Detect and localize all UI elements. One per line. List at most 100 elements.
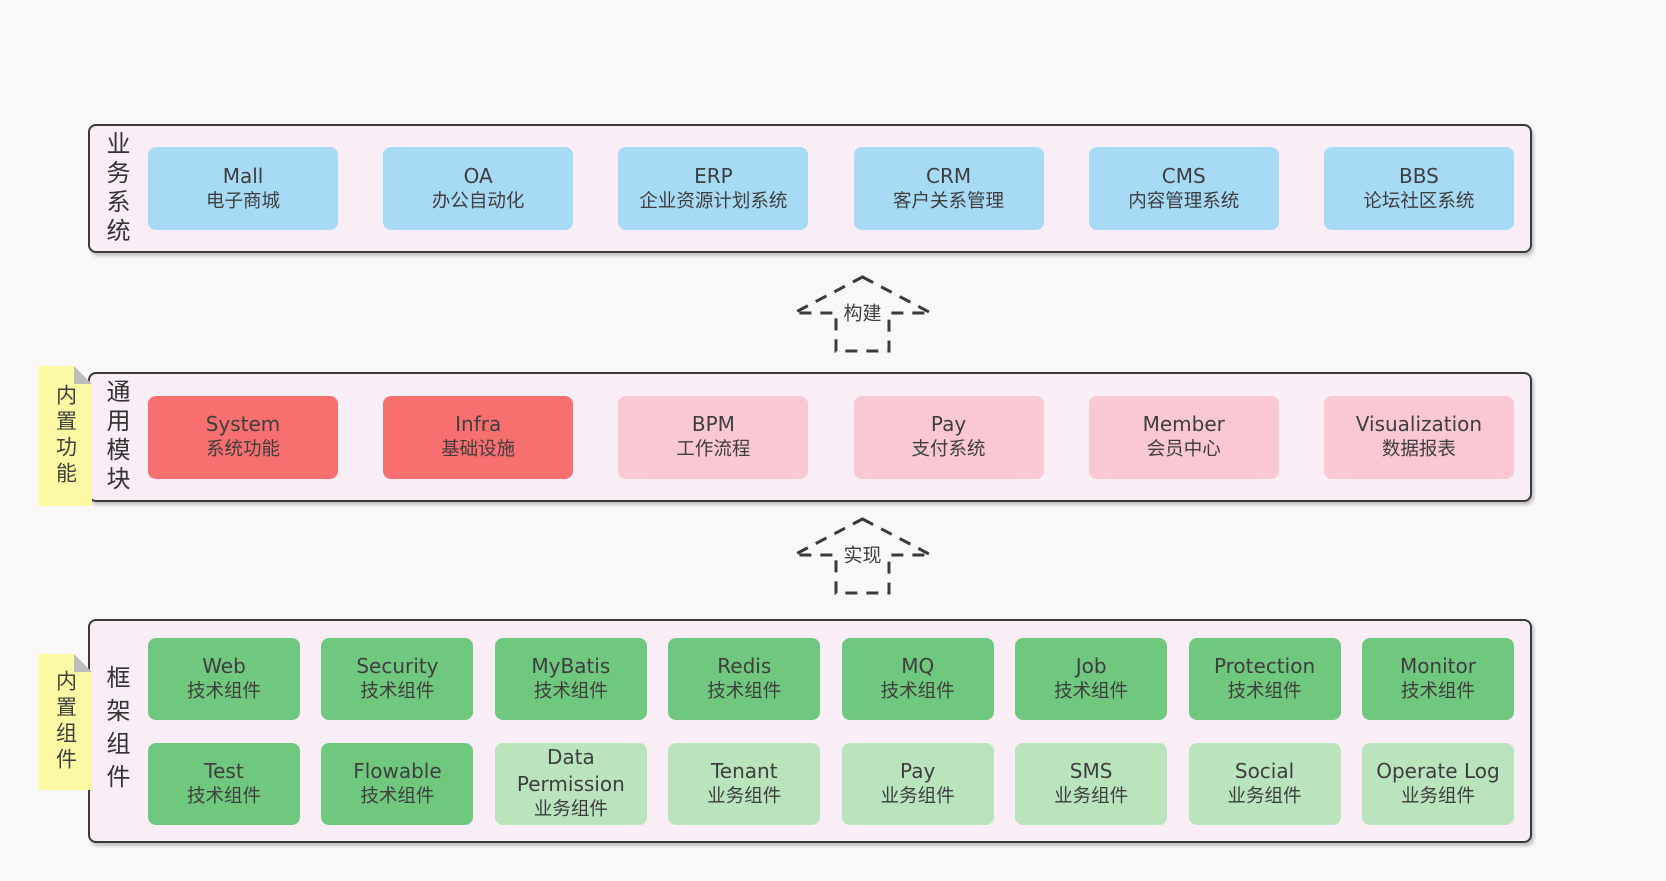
box-subtitle: 技术组件 [1054,680,1129,702]
box-title: OA [463,163,493,188]
box-flowable: Flowable 技术组件 [321,742,474,825]
tier-common-modules: 通用模块 System 系统功能 Infra 基础设施 BPM 工作流程 Pay… [88,372,1532,502]
box-title: MyBatis [531,653,611,678]
tier-framework-components: 框架组件 Web 技术组件 Security 技术组件 MyBatis 技术组件… [88,619,1532,843]
box-title: Job [1075,653,1107,678]
box-subtitle: 业务组件 [533,798,608,820]
box-title: BBS [1399,163,1439,188]
box-title: Protection [1213,653,1316,678]
box-subtitle: 内容管理系统 [1128,190,1240,212]
box-subtitle: 数据报表 [1381,439,1456,460]
box-title: Visualization [1355,412,1483,437]
box-subtitle: 技术组件 [1400,680,1475,702]
box-title: CMS [1161,163,1206,188]
box-operate-log: Operate Log 业务组件 [1361,742,1514,825]
box-pay-component: Pay 业务组件 [841,742,994,825]
tier-label-business-systems: 业务系统 [102,130,130,247]
box-subtitle: 业务组件 [880,785,955,807]
box-tenant: Tenant 业务组件 [668,742,821,825]
box-title: Pay [900,758,936,783]
box-visualization: Visualization 数据报表 [1323,395,1514,479]
box-subtitle: 电子商城 [205,190,280,212]
box-mall: Mall 电子商城 [148,147,338,230]
box-title: Flowable [353,758,442,783]
builtin-components-tag-label: 内置组件 [53,670,78,774]
box-system: System 系统功能 [148,395,338,479]
box-web: Web 技术组件 [148,637,300,720]
box-subtitle: 客户关系管理 [893,190,1005,212]
box-subtitle: 技术组件 [360,680,435,702]
box-mybatis: MyBatis 技术组件 [494,637,647,720]
box-subtitle: 支付系统 [911,439,986,460]
box-title: Redis [717,653,772,678]
builtin-components-tag: 内置组件 [38,654,92,790]
box-social: Social 业务组件 [1188,742,1341,825]
tier-framework-content: Web 技术组件 Security 技术组件 MyBatis 技术组件 Redi… [148,621,1514,841]
tier-label-common-modules: 通用模块 [102,379,130,495]
box-subtitle: 企业资源计划系统 [639,190,788,212]
tier-business-row: Mall 电子商城 OA 办公自动化 ERP 企业资源计划系统 CRM 客户关系… [148,147,1514,230]
box-bbs: BBS 论坛社区系统 [1323,147,1514,230]
tier-framework-row-1: Web 技术组件 Security 技术组件 MyBatis 技术组件 Redi… [148,637,1514,720]
box-title: Web [202,653,246,678]
box-title: Social [1234,758,1295,783]
box-title: ERP [694,163,733,188]
box-subtitle: 基础设施 [441,439,516,460]
box-title: Data Permission [516,745,625,797]
box-subtitle: 技术组件 [186,785,261,807]
tier-business-content: Mall 电子商城 OA 办公自动化 ERP 企业资源计划系统 CRM 客户关系… [148,126,1514,251]
box-cms: CMS 内容管理系统 [1088,147,1279,230]
build-arrow-label: 构建 [839,297,886,327]
build-arrow: 构建 [790,274,935,354]
box-subtitle: 业务组件 [707,785,782,807]
up-arrow-icon [793,517,932,595]
box-job: Job 技术组件 [1015,637,1168,720]
box-monitor: Monitor 技术组件 [1361,637,1514,720]
box-infra: Infra 基础设施 [383,395,574,479]
box-title: Test [204,758,244,783]
box-subtitle: 技术组件 [186,680,261,702]
tier-common-row: System 系统功能 Infra 基础设施 BPM 工作流程 Pay 支付系统… [148,395,1514,479]
box-subtitle: 业务组件 [1054,785,1129,807]
box-title: Tenant [710,758,778,783]
box-subtitle: 技术组件 [360,785,435,807]
box-subtitle: 办公自动化 [431,190,525,212]
box-title: Security [356,653,439,678]
box-data-permission: Data Permission 业务组件 [494,742,647,825]
box-title: Infra [455,412,502,437]
box-title: Pay [930,412,967,437]
box-oa: OA 办公自动化 [383,147,574,230]
box-crm: CRM 客户关系管理 [853,147,1044,230]
box-subtitle: 系统功能 [205,439,280,460]
builtin-features-tag: 内置功能 [38,366,92,506]
box-subtitle: 业务组件 [1400,785,1475,807]
box-title: Mall [222,163,264,188]
tier-business-systems: 业务系统 Mall 电子商城 OA 办公自动化 ERP 企业资源计划系统 CRM… [88,124,1532,253]
box-member: Member 会员中心 [1088,395,1279,479]
tier-common-content: System 系统功能 Infra 基础设施 BPM 工作流程 Pay 支付系统… [148,374,1514,500]
box-title: BPM [691,412,735,437]
box-redis: Redis 技术组件 [668,637,821,720]
box-title: CRM [926,163,972,188]
box-title: Member [1142,412,1225,437]
box-title: System [205,412,281,437]
builtin-features-tag-label: 内置功能 [53,384,78,488]
implement-arrow: 实现 [790,516,935,596]
box-title: Monitor [1399,653,1476,678]
box-mq: MQ 技术组件 [841,637,994,720]
box-subtitle: 工作流程 [676,439,751,460]
implement-arrow-label: 实现 [839,539,886,569]
box-bpm: BPM 工作流程 [618,395,809,479]
box-sms: SMS 业务组件 [1015,742,1168,825]
box-protection: Protection 技术组件 [1188,637,1341,720]
box-subtitle: 技术组件 [707,680,782,702]
tier-label-framework-components: 框架组件 [102,665,130,797]
box-title: SMS [1069,758,1113,783]
box-erp: ERP 企业资源计划系统 [618,147,809,230]
box-title: MQ [901,653,935,678]
tier-framework-row-2: Test 技术组件 Flowable 技术组件 Data Permission … [148,742,1514,825]
box-test: Test 技术组件 [148,742,300,825]
box-subtitle: 业务组件 [1227,785,1302,807]
box-subtitle: 技术组件 [880,680,955,702]
